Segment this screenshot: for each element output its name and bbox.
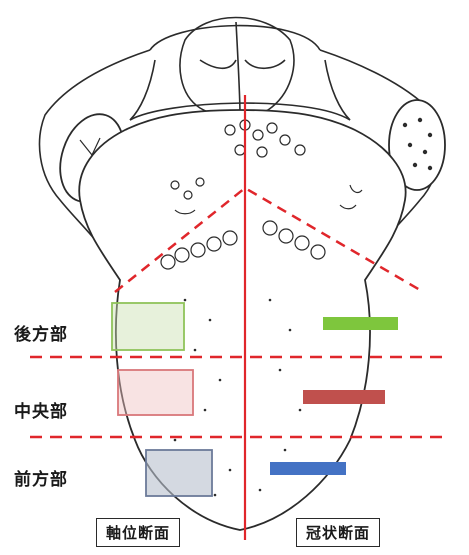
axial-box-posterior [112, 303, 184, 350]
axial-plane-label: 軸位断面 [96, 518, 180, 547]
zone-label-middle: 中央部 [14, 397, 68, 422]
coronal-bar-anterior [270, 462, 346, 475]
axial-box-anterior [146, 450, 212, 496]
axial-box-middle [118, 370, 193, 415]
zone-label-posterior: 後方部 [14, 320, 68, 345]
coronal-plane-label: 冠状断面 [296, 518, 380, 547]
coronal-bar-middle [303, 390, 385, 404]
zone-label-anterior: 前方部 [14, 465, 68, 490]
coronal-bar-posterior [323, 317, 398, 330]
